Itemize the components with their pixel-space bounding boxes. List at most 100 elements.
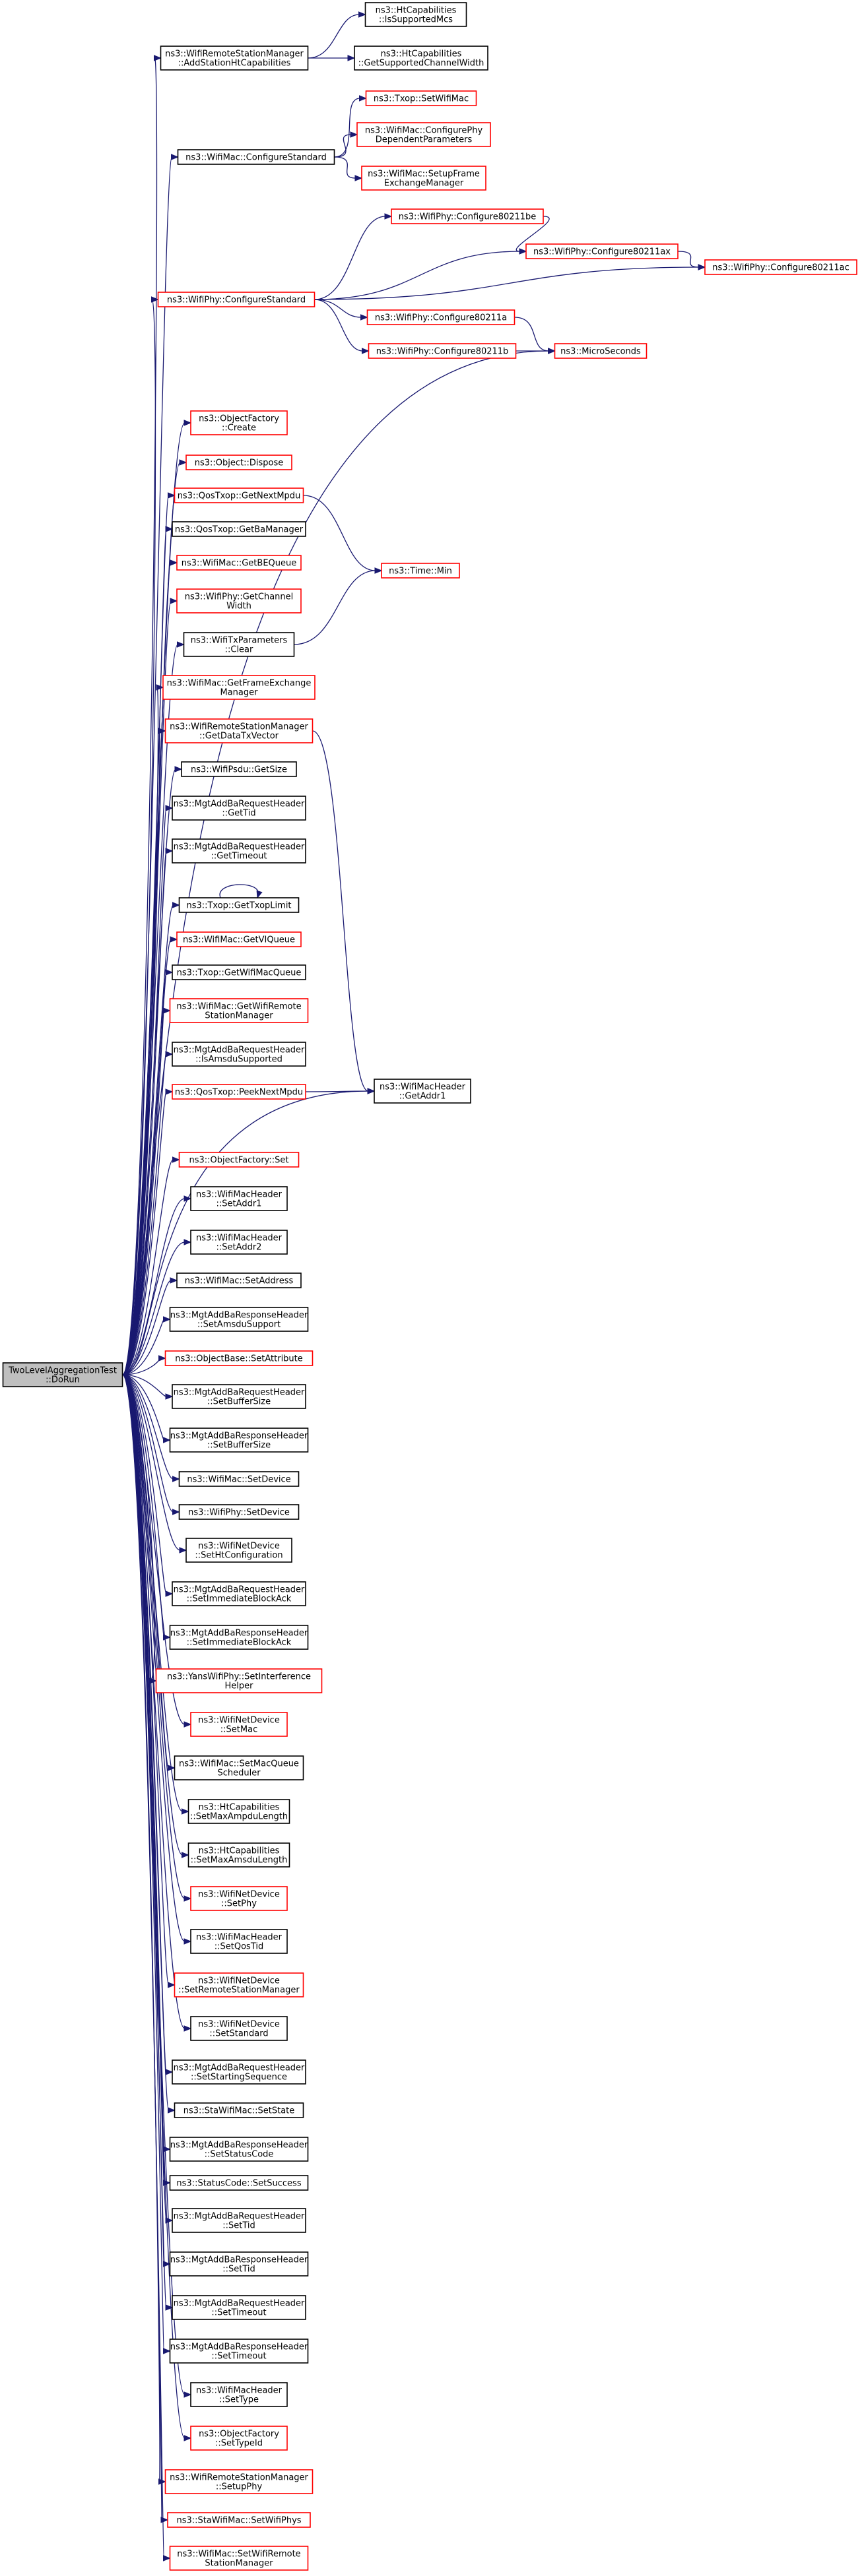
- edge-macConfStd-to-confPhyDep: [334, 131, 358, 158]
- node-confPhyDep[interactable]: ns3::WifiMac::ConfigurePhyDependentParam…: [356, 122, 491, 147]
- node-txopSetWifiMac[interactable]: ns3::Txop::SetWifiMac: [365, 90, 477, 106]
- node-root[interactable]: TwoLevelAggregationTest::DoRun: [2, 1362, 123, 1387]
- node-statusSetSuccess[interactable]: ns3::StatusCode::SetSuccess: [169, 2175, 309, 2191]
- node-respSetTid[interactable]: ns3::MgtAddBaResponseHeader::SetTid: [169, 2251, 309, 2277]
- node-objDispose[interactable]: ns3::Object::Dispose: [185, 455, 292, 470]
- node-label-peekNextMpdu-0: ns3::QosTxop::PeekNextMpdu: [175, 1088, 303, 1098]
- node-microSec[interactable]: ns3::MicroSeconds: [554, 343, 648, 359]
- node-isAmsduSup[interactable]: ns3::MgtAddBaRequestHeader::IsAmsduSuppo…: [172, 1042, 306, 1067]
- node-respSetTimeout[interactable]: ns3::MgtAddBaResponseHeader::SetTimeout: [169, 2339, 309, 2364]
- node-reqSetImmBA[interactable]: ns3::MgtAddBaRequestHeader::SetImmediate…: [172, 1581, 306, 1606]
- node-htSetMaxAmpdu[interactable]: ns3::HtCapabilities::SetMaxAmpduLength: [187, 1799, 290, 1824]
- node-hdrSetType[interactable]: ns3::WifiMacHeader::SetType: [190, 2382, 288, 2407]
- node-getVIQueue[interactable]: ns3::WifiMac::GetVIQueue: [176, 931, 302, 947]
- node-respSetImmBA[interactable]: ns3::MgtAddBaResponseHeader::SetImmediat…: [169, 1625, 309, 1650]
- node-getSupChW[interactable]: ns3::HtCapabilities::GetSupportedChannel…: [354, 46, 488, 71]
- node-label-getFrameExMgr-1: Manager: [220, 688, 259, 698]
- node-reqGetTid[interactable]: ns3::MgtAddBaRequestHeader::GetTid: [172, 796, 306, 821]
- edge-addHtCaps-to-isSupMcs: [308, 11, 366, 59]
- node-staSetState[interactable]: ns3::StaWifiMac::SetState: [174, 2102, 304, 2118]
- node-hdrSetAddr1[interactable]: ns3::WifiMacHeader::SetAddr1: [190, 1186, 288, 1211]
- node-macSetDevice[interactable]: ns3::WifiMac::SetDevice: [178, 1471, 300, 1487]
- edge-root-to-htSetMaxAmsdu: [122, 1374, 189, 1858]
- node-netDevSetRSM[interactable]: ns3::WifiNetDevice::SetRemoteStationMana…: [174, 1972, 304, 1997]
- node-label-objFactCreate-0: ns3::ObjectFactory: [199, 414, 279, 424]
- node-phySetDevice[interactable]: ns3::WifiPhy::SetDevice: [178, 1504, 300, 1520]
- node-psduGetSize[interactable]: ns3::WifiPsdu::GetSize: [181, 761, 297, 777]
- node-timeMin[interactable]: ns3::Time::Min: [381, 563, 460, 579]
- node-addHtCaps[interactable]: ns3::WifiRemoteStationManager::AddStatio…: [160, 46, 309, 71]
- edge-root-to-reqSetImmBA: [122, 1374, 174, 1597]
- node-reqSetTimeout[interactable]: ns3::MgtAddBaRequestHeader::SetTimeout: [172, 2295, 306, 2320]
- node-label-root-0: TwoLevelAggregationTest: [8, 1366, 117, 1376]
- node-conf11a[interactable]: ns3::WifiPhy::Configure80211a: [366, 309, 515, 325]
- node-label-respSetTid-0: ns3::MgtAddBaResponseHeader: [170, 2255, 308, 2265]
- node-netDevSetMac[interactable]: ns3::WifiNetDevice::SetMac: [190, 1712, 288, 1737]
- node-qosGetBaMgr[interactable]: ns3::QosTxop::GetBaManager: [172, 521, 306, 537]
- node-conf11ac[interactable]: ns3::WifiPhy::Configure80211ac: [704, 259, 857, 275]
- node-label-hdrSetType-1: ::SetType: [219, 2395, 259, 2405]
- node-label-isAmsduSup-0: ns3::MgtAddBaRequestHeader: [174, 1046, 305, 1055]
- node-label-addHtCaps-1: ::AddStationHtCapabilities: [178, 59, 291, 69]
- node-getDataTxVec[interactable]: ns3::WifiRemoteStationManager::GetDataTx…: [164, 718, 314, 743]
- node-label-netDevSetHtConf-0: ns3::WifiNetDevice: [198, 1542, 280, 1552]
- node-reqSetTid[interactable]: ns3::MgtAddBaRequestHeader::SetTid: [172, 2208, 306, 2233]
- node-conf11be[interactable]: ns3::WifiPhy::Configure80211be: [391, 208, 544, 224]
- node-txParamsClear[interactable]: ns3::WifiTxParameters::Clear: [183, 632, 295, 657]
- node-label-yansSetIntf-0: ns3::YansWifiPhy::SetInterference: [167, 1672, 311, 1682]
- node-txopGetMacQueue[interactable]: ns3::Txop::GetWifiMacQueue: [172, 964, 306, 980]
- node-macSetRSM[interactable]: ns3::WifiMac::SetWifiRemoteStationManage…: [169, 2546, 309, 2571]
- node-netDevSetPhy[interactable]: ns3::WifiNetDevice::SetPhy: [190, 1886, 288, 1911]
- node-conf11b[interactable]: ns3::WifiPhy::Configure80211b: [368, 343, 517, 359]
- node-label-confPhyDep-1: DependentParameters: [376, 135, 473, 145]
- node-reqSetBufSize[interactable]: ns3::MgtAddBaRequestHeader::SetBufferSiz…: [172, 1384, 306, 1409]
- edge-txParamsClear-to-timeMin: [294, 567, 383, 645]
- edge-root-to-macConfStd: [121, 154, 179, 1375]
- node-label-reqSetImmBA-0: ns3::MgtAddBaRequestHeader: [174, 1585, 305, 1595]
- node-txopGetLimit[interactable]: ns3::Txop::GetTxopLimit: [178, 897, 300, 913]
- node-hdrSetAddr2[interactable]: ns3::WifiMacHeader::SetAddr2: [190, 1230, 288, 1255]
- node-isSupMcs[interactable]: ns3::HtCapabilities::IsSupportedMcs: [364, 2, 467, 27]
- node-netDevSetHtConf[interactable]: ns3::WifiNetDevice::SetHtConfiguration: [185, 1538, 292, 1563]
- node-conf11ax[interactable]: ns3::WifiPhy::Configure80211ax: [525, 243, 679, 259]
- node-macConfStd[interactable]: ns3::WifiMac::ConfigureStandard: [177, 149, 335, 165]
- node-getBEQueue[interactable]: ns3::WifiMac::GetBEQueue: [176, 555, 302, 571]
- node-qosGetNextMpdu[interactable]: ns3::QosTxop::GetNextMpdu: [174, 487, 304, 503]
- node-macHdrGetAddr1[interactable]: ns3::WifiMacHeader::GetAddr1: [374, 1079, 471, 1104]
- node-peekNextMpdu[interactable]: ns3::QosTxop::PeekNextMpdu: [172, 1084, 306, 1100]
- edge-root-to-reqGetTid: [122, 805, 174, 1375]
- node-phyConfStd[interactable]: ns3::WifiPhy::ConfigureStandard: [157, 292, 316, 307]
- node-reqGetTimeout[interactable]: ns3::MgtAddBaRequestHeader::GetTimeout: [172, 838, 306, 864]
- node-staSetWifiPhys[interactable]: ns3::StaWifiMac::SetWifiPhys: [167, 2512, 311, 2528]
- node-htSetMaxAmsdu[interactable]: ns3::HtCapabilities::SetMaxAmsduLength: [187, 1842, 290, 1868]
- node-reqSetStartSeq[interactable]: ns3::MgtAddBaRequestHeader::SetStartingS…: [172, 2059, 306, 2085]
- node-label-netDevSetMac-1: ::SetMac: [220, 1725, 257, 1735]
- node-macSetAddress[interactable]: ns3::WifiMac::SetAddress: [176, 1272, 302, 1288]
- node-hdrSetQosTid[interactable]: ns3::WifiMacHeader::SetQosTid: [190, 1929, 288, 1954]
- node-label-yansSetIntf-1: Helper: [225, 1681, 254, 1691]
- node-respSetStatus[interactable]: ns3::MgtAddBaResponseHeader::SetStatusCo…: [169, 2137, 309, 2162]
- node-objFactCreate[interactable]: ns3::ObjectFactory::Create: [190, 410, 288, 435]
- node-respSetBufSize[interactable]: ns3::MgtAddBaResponseHeader::SetBufferSi…: [169, 1428, 309, 1453]
- node-label-respSetImmBA-1: ::SetImmediateBlockAck: [187, 1638, 292, 1648]
- node-respSetAmsdu[interactable]: ns3::MgtAddBaResponseHeader::SetAmsduSup…: [169, 1307, 309, 1332]
- edge-root-to-objBaseSetAttr: [122, 1355, 166, 1375]
- node-label-respSetAmsdu-1: ::SetAmsduSupport: [197, 1320, 281, 1330]
- node-label-hdrSetAddr2-0: ns3::WifiMacHeader: [196, 1234, 282, 1243]
- node-label-respSetTid-1: ::SetTid: [222, 2265, 255, 2275]
- node-objFactSetTypeId[interactable]: ns3::ObjectFactory::SetTypeId: [190, 2426, 288, 2451]
- node-label-htSetMaxAmpdu-0: ns3::HtCapabilities: [199, 1803, 280, 1813]
- node-objFactSet[interactable]: ns3::ObjectFactory::Set: [178, 1152, 300, 1168]
- node-label-getSupChW-1: ::GetSupportedChannelWidth: [358, 59, 484, 69]
- node-getWifiRSM[interactable]: ns3::WifiMac::GetWifiRemoteStationManage…: [169, 998, 309, 1023]
- node-label-netDevSetPhy-1: ::SetPhy: [221, 1899, 257, 1909]
- node-rsmSetupPhy[interactable]: ns3::WifiRemoteStationManager::SetupPhy: [164, 2469, 314, 2494]
- node-netDevSetStd[interactable]: ns3::WifiNetDevice::SetStandard: [190, 2016, 288, 2041]
- node-objBaseSetAttr[interactable]: ns3::ObjectBase::SetAttribute: [164, 1350, 314, 1366]
